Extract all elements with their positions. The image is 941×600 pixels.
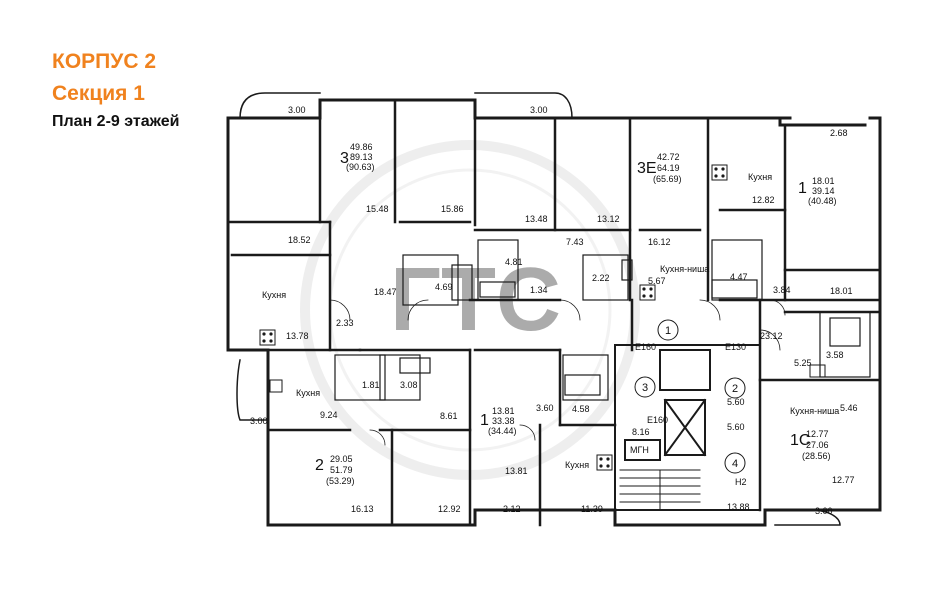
svg-text:16.12: 16.12 <box>648 237 671 247</box>
svg-text:1: 1 <box>480 412 489 429</box>
apartment-3e: 3Е 42.72 64.19 (65.69) <box>637 152 682 184</box>
svg-text:2.68: 2.68 <box>830 128 848 138</box>
svg-text:7.43: 7.43 <box>566 237 584 247</box>
svg-text:3: 3 <box>340 150 349 167</box>
svg-text:33.38: 33.38 <box>492 416 515 426</box>
svg-text:13.78: 13.78 <box>286 331 309 341</box>
svg-text:5.60: 5.60 <box>727 397 745 407</box>
room-name: Кухня-ниша <box>790 406 839 416</box>
apartment-1a: 1 18.01 39.14 (40.48) <box>798 176 837 206</box>
svg-text:Е160: Е160 <box>635 342 656 352</box>
room-name: Кухня <box>262 290 286 300</box>
svg-text:4.47: 4.47 <box>730 272 748 282</box>
svg-text:3.84: 3.84 <box>773 285 791 295</box>
svg-text:(53.29): (53.29) <box>326 476 355 486</box>
circle-label-1: 1 <box>665 325 671 337</box>
svg-text:23.12: 23.12 <box>760 331 783 341</box>
svg-text:1: 1 <box>798 180 807 197</box>
svg-text:8.61: 8.61 <box>440 411 458 421</box>
room-names: Кухня Кухня Кухня Кухня Кухня-ниша Кухня… <box>262 172 839 470</box>
svg-text:11.39: 11.39 <box>581 504 603 514</box>
svg-text:49.86: 49.86 <box>350 142 373 152</box>
svg-text:18.47: 18.47 <box>374 287 397 297</box>
apartment-1c: 1С 12.77 27.06 (28.56) <box>790 429 831 461</box>
svg-text:Е160: Е160 <box>647 415 668 425</box>
svg-text:4.58: 4.58 <box>572 404 590 414</box>
apartment-3: 3 49.86 89.13 (90.63) <box>340 142 375 172</box>
svg-text:39.14: 39.14 <box>812 186 835 196</box>
svg-text:3.00: 3.00 <box>288 105 306 115</box>
svg-text:8.16: 8.16 <box>632 427 650 437</box>
circle-label-2: 2 <box>732 383 738 395</box>
room-name: Кухня <box>748 172 772 182</box>
svg-text:5.67: 5.67 <box>648 276 666 286</box>
svg-text:3.00: 3.00 <box>250 416 268 426</box>
svg-text:16.13: 16.13 <box>351 504 374 514</box>
svg-text:13.88: 13.88 <box>727 502 750 512</box>
svg-text:2.33: 2.33 <box>336 318 354 328</box>
svg-text:13.81: 13.81 <box>505 466 528 476</box>
svg-text:4.69: 4.69 <box>435 282 453 292</box>
building-title: КОРПУС 2 <box>52 50 156 73</box>
svg-text:5.25: 5.25 <box>794 358 812 368</box>
svg-text:(34.44): (34.44) <box>488 426 517 436</box>
svg-text:4.81: 4.81 <box>505 257 523 267</box>
svg-text:Е130: Е130 <box>725 342 746 352</box>
svg-text:(40.48): (40.48) <box>808 196 837 206</box>
svg-text:13.12: 13.12 <box>597 214 620 224</box>
svg-text:15.86: 15.86 <box>441 204 464 214</box>
svg-text:12.77: 12.77 <box>806 429 829 439</box>
circle-label-3: 3 <box>642 382 648 394</box>
svg-text:МГН: МГН <box>630 445 649 455</box>
svg-text:(90.63): (90.63) <box>346 162 375 172</box>
svg-text:9.24: 9.24 <box>320 410 338 420</box>
svg-text:3Е: 3Е <box>637 160 657 177</box>
svg-text:12.77: 12.77 <box>832 475 855 485</box>
svg-text:3.08: 3.08 <box>400 380 418 390</box>
svg-text:18.01: 18.01 <box>830 286 853 296</box>
room-name: Кухня <box>296 388 320 398</box>
apartment-2: 2 29.05 51.79 (53.29) <box>315 454 355 486</box>
svg-text:3.60: 3.60 <box>536 403 554 413</box>
svg-text:51.79: 51.79 <box>330 465 353 475</box>
svg-text:27.06: 27.06 <box>806 440 829 450</box>
svg-text:12.82: 12.82 <box>752 195 775 205</box>
svg-text:1С: 1С <box>790 432 810 449</box>
svg-text:1.34: 1.34 <box>530 285 548 295</box>
svg-text:2.22: 2.22 <box>592 273 610 283</box>
stair-labels: Е160 Е130 Е160 МГН Н2 <box>630 342 747 487</box>
svg-text:1.81: 1.81 <box>362 380 380 390</box>
svg-text:3.00: 3.00 <box>815 506 833 516</box>
svg-text:15.48: 15.48 <box>366 204 389 214</box>
room-name: Кухня <box>565 460 589 470</box>
room-areas: 3.00 3.00 2.68 15.48 15.86 13.48 13.12 1… <box>250 105 858 516</box>
svg-text:89.13: 89.13 <box>350 152 373 162</box>
apartment-labels: 3 49.86 89.13 (90.63) 3Е 42.72 64.19 (65… <box>315 142 837 486</box>
svg-text:29.05: 29.05 <box>330 454 353 464</box>
svg-text:2.12: 2.12 <box>503 504 521 514</box>
svg-text:64.19: 64.19 <box>657 163 680 173</box>
svg-text:5.46: 5.46 <box>840 403 858 413</box>
svg-text:12.92: 12.92 <box>438 504 461 514</box>
room-name: Кухня-ниша <box>660 264 709 274</box>
svg-text:18.52: 18.52 <box>288 235 311 245</box>
svg-text:(65.69): (65.69) <box>653 174 682 184</box>
apartment-1b: 1 13.81 33.38 (34.44) <box>480 406 517 436</box>
svg-text:(28.56): (28.56) <box>802 451 831 461</box>
svg-text:Н2: Н2 <box>735 477 747 487</box>
svg-text:3.58: 3.58 <box>826 350 844 360</box>
svg-text:5.60: 5.60 <box>727 422 745 432</box>
svg-text:13.48: 13.48 <box>525 214 548 224</box>
svg-text:42.72: 42.72 <box>657 152 680 162</box>
plan-title: План 2-9 этажей <box>52 113 180 130</box>
svg-text:13.81: 13.81 <box>492 406 515 416</box>
circle-label-4: 4 <box>732 458 738 470</box>
svg-text:3.00: 3.00 <box>530 105 548 115</box>
svg-text:2: 2 <box>315 457 324 474</box>
svg-text:18.01: 18.01 <box>812 176 835 186</box>
section-title: Секция 1 <box>52 82 145 105</box>
